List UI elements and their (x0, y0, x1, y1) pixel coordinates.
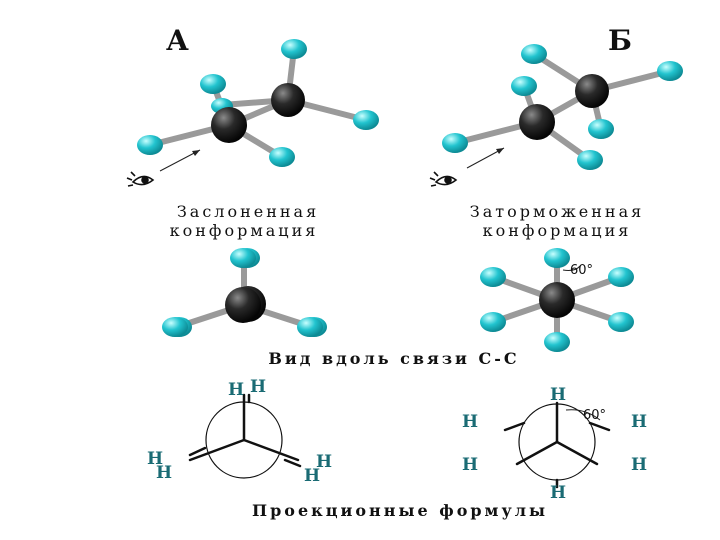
carbon-atom (211, 107, 247, 143)
eclipsed-end-view (162, 248, 327, 337)
hydrogen-atom (137, 135, 163, 155)
hydrogen-label: H (462, 412, 478, 432)
carbon-atom (225, 287, 261, 323)
eclipsed-newman-projection: H H H H H H (147, 377, 332, 486)
eclipsed-molecule-3d (137, 39, 379, 172)
carbon-atom (575, 74, 609, 108)
hydrogen-atom (608, 312, 634, 332)
hydrogen-atom (544, 332, 570, 352)
hydrogen-label: H (550, 385, 566, 405)
carbon-atom (539, 282, 575, 318)
hydrogen-atom (442, 133, 468, 153)
hydrogen-label: H (462, 455, 478, 475)
hydrogen-label: H (631, 455, 647, 475)
eclipsed-label-line1: Заслоненная (177, 202, 319, 221)
panel-b-letter: Б (608, 24, 632, 57)
carbon-atom (271, 83, 305, 117)
hydrogen-label: H (316, 452, 332, 472)
angle-label-bottom: 60° (583, 408, 606, 423)
carbon-atom (519, 104, 555, 140)
panel-a-letter: А (166, 24, 189, 57)
eclipsed-label-line2: конформация (170, 221, 319, 240)
hydrogen-label: H (147, 449, 163, 469)
hydrogen-label: H (156, 463, 172, 483)
staggered-label-line1: Заторможенная (470, 202, 644, 221)
staggered-molecule-3d (442, 44, 683, 170)
hydrogen-atom (588, 119, 614, 139)
hydrogen-atom (281, 39, 307, 59)
hydrogen-atom (521, 44, 547, 64)
hydrogen-atom (353, 110, 379, 130)
staggered-newman-projection: H H H H H H 60° (462, 385, 647, 503)
hydrogen-atom (480, 267, 506, 287)
staggered-label-line2: конформация (483, 221, 632, 240)
hydrogen-atom (577, 150, 603, 170)
hydrogen-atom (657, 61, 683, 81)
hydrogen-atom (480, 312, 506, 332)
hydrogen-atom (269, 147, 295, 167)
eye-icon (429, 171, 458, 187)
staggered-end-view: 60° (480, 248, 634, 352)
hydrogen-atom (200, 74, 226, 94)
hydrogen-atom (230, 248, 256, 268)
hydrogen-label: H (550, 483, 566, 503)
hydrogen-atom (608, 267, 634, 287)
hydrogen-atom (162, 317, 188, 337)
view-along-bond-label: Вид вдоль связи С-С (268, 349, 519, 368)
hydrogen-label: H (304, 466, 320, 486)
hydrogen-atom (511, 76, 537, 96)
hydrogen-atom (544, 248, 570, 268)
hydrogen-label: H (250, 377, 266, 397)
projection-formulas-label: Проекционные формулы (252, 501, 548, 520)
hydrogen-label: H (631, 412, 647, 432)
angle-label-top: 60° (570, 263, 593, 278)
hydrogen-label: H (228, 380, 244, 400)
eye-icon (126, 171, 155, 187)
hydrogen-atom (297, 317, 323, 337)
